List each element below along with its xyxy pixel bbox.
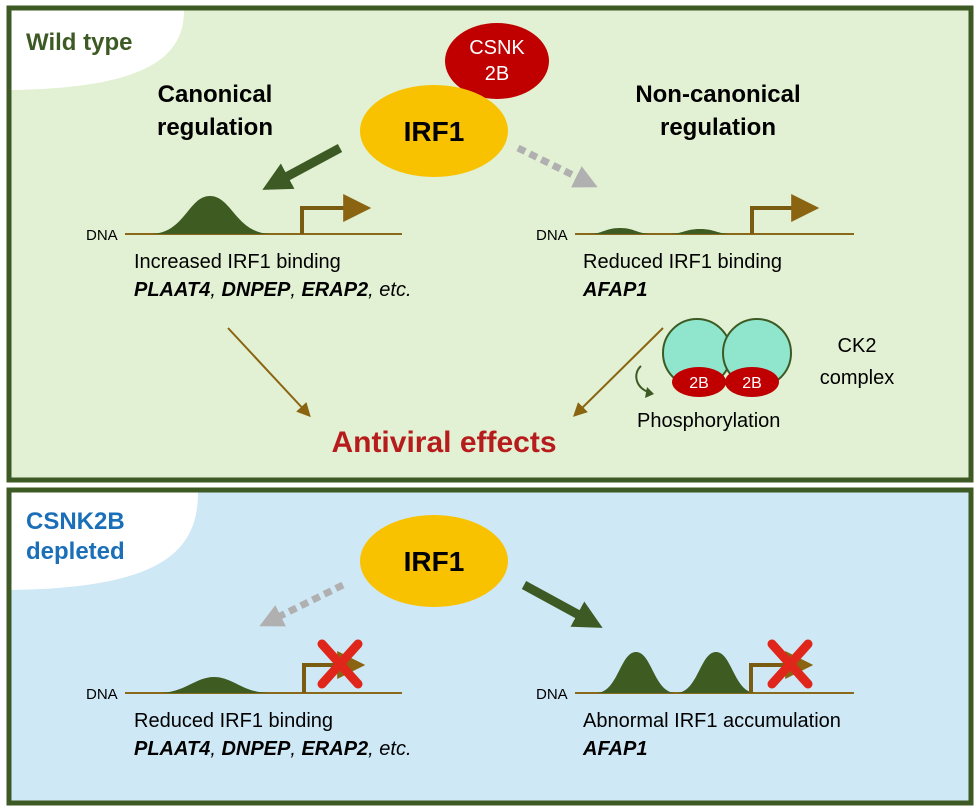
ck2-beta-subunit-right xyxy=(725,367,779,397)
irf1-protein-depleted: IRF1 xyxy=(360,515,508,607)
csnk2b-protein: CSNK 2B xyxy=(445,23,549,99)
gene-plaat4: PLAAT4 xyxy=(134,738,210,760)
increased-binding-label: Increased IRF1 binding xyxy=(134,251,341,273)
ck2-complex: 2B 2B CK2 complex Phosphorylation xyxy=(635,318,894,432)
phosphorylation-curl-arrowhead xyxy=(645,387,654,398)
irf1-binding-peak-reduced xyxy=(158,677,270,693)
irf1-binding-peak-large xyxy=(150,196,272,234)
phosphorylation-label: Phosphorylation xyxy=(637,410,780,432)
gene-dnpep: DNPEP xyxy=(221,738,291,760)
depleted-gene-list: PLAAT4, DNPEP, ERAP2, etc. xyxy=(134,738,412,760)
gene-afap1-wild: AFAP1 xyxy=(582,279,647,301)
antiviral-effects-label: Antiviral effects xyxy=(331,426,556,459)
noncanonical-regulation-heading-line1: Non-canonical xyxy=(635,81,800,108)
ck2-beta-subunit-left xyxy=(672,367,726,397)
depleted-canonical-dashed-arrow xyxy=(259,581,345,627)
irf1-accumulation-peak-2 xyxy=(676,652,756,693)
csnk2b-depleted-panel: CSNK2B depleted IRF1 DNA Reduced IRF1 bi… xyxy=(6,487,974,806)
promoter-arrow-wild-left xyxy=(300,194,372,234)
ck2-beta-label-left: 2B xyxy=(689,375,709,392)
gene-erap2: ERAP2 xyxy=(301,738,368,760)
canonical-regulation-heading-line2: regulation xyxy=(157,114,273,141)
gene-erap2: ERAP2 xyxy=(301,279,368,301)
noncanonical-regulation-heading-line2: regulation xyxy=(660,114,776,141)
canonical-arrow xyxy=(262,144,343,190)
abnormal-accumulation-label: Abnormal IRF1 accumulation xyxy=(583,710,841,732)
wild-type-panel: Wild type CSNK 2B IRF1 Canonical regulat… xyxy=(6,5,974,483)
dna-label-wild-right: DNA xyxy=(536,227,568,244)
wild-type-tag: Wild type xyxy=(26,29,132,56)
dna-label-depleted-left: DNA xyxy=(86,686,118,703)
irf1-label-depleted: IRF1 xyxy=(404,546,465,577)
depleted-tag-line1: CSNK2B xyxy=(26,508,125,535)
irf1-accumulation-peak-1 xyxy=(596,652,676,693)
irf1-binding-peak-small-2 xyxy=(668,229,732,234)
canonical-to-antiviral-arrow xyxy=(227,327,311,418)
transcription-blocked-cross-icon-left xyxy=(317,639,363,689)
depleted-tag-line2: depleted xyxy=(26,538,125,565)
reduced-binding-label-depleted: Reduced IRF1 binding xyxy=(134,710,333,732)
gene-etc: , etc. xyxy=(368,279,411,301)
reduced-binding-label-wild: Reduced IRF1 binding xyxy=(583,251,782,273)
ck2-complex-label-line1: CK2 xyxy=(838,335,877,357)
csnk2b-label-line2: 2B xyxy=(485,63,509,85)
gene-separator: , xyxy=(210,279,221,301)
csnk2b-label-line1: CSNK xyxy=(469,37,525,59)
canonical-regulation-heading-line1: Canonical xyxy=(158,81,273,108)
ck2-beta-label-right: 2B xyxy=(742,375,762,392)
gene-etc: , etc. xyxy=(368,738,411,760)
gene-separator: , xyxy=(290,738,301,760)
irf1-protein-wild: IRF1 xyxy=(360,85,508,177)
irf1-label-wild: IRF1 xyxy=(404,116,465,147)
irf1-binding-peak-small-1 xyxy=(588,228,652,234)
gene-separator: , xyxy=(210,738,221,760)
promoter-arrow-wild-right xyxy=(750,194,820,234)
gene-afap1-depleted: AFAP1 xyxy=(582,738,647,760)
dna-label-depleted-right: DNA xyxy=(536,686,568,703)
gene-dnpep: DNPEP xyxy=(221,279,291,301)
ck2-complex-label-line2: complex xyxy=(820,367,894,389)
canonical-gene-list: PLAAT4, DNPEP, ERAP2, etc. xyxy=(134,279,412,301)
depleted-noncanonical-arrow xyxy=(521,581,603,628)
dna-label-wild-left: DNA xyxy=(86,227,118,244)
gene-separator: , xyxy=(290,279,301,301)
wild-type-tag-shape xyxy=(11,10,184,90)
transcription-blocked-cross-icon-right xyxy=(767,639,813,689)
noncanonical-to-antiviral-arrow xyxy=(573,327,664,417)
gene-plaat4: PLAAT4 xyxy=(134,279,210,301)
depleted-tag-shape xyxy=(11,492,198,590)
